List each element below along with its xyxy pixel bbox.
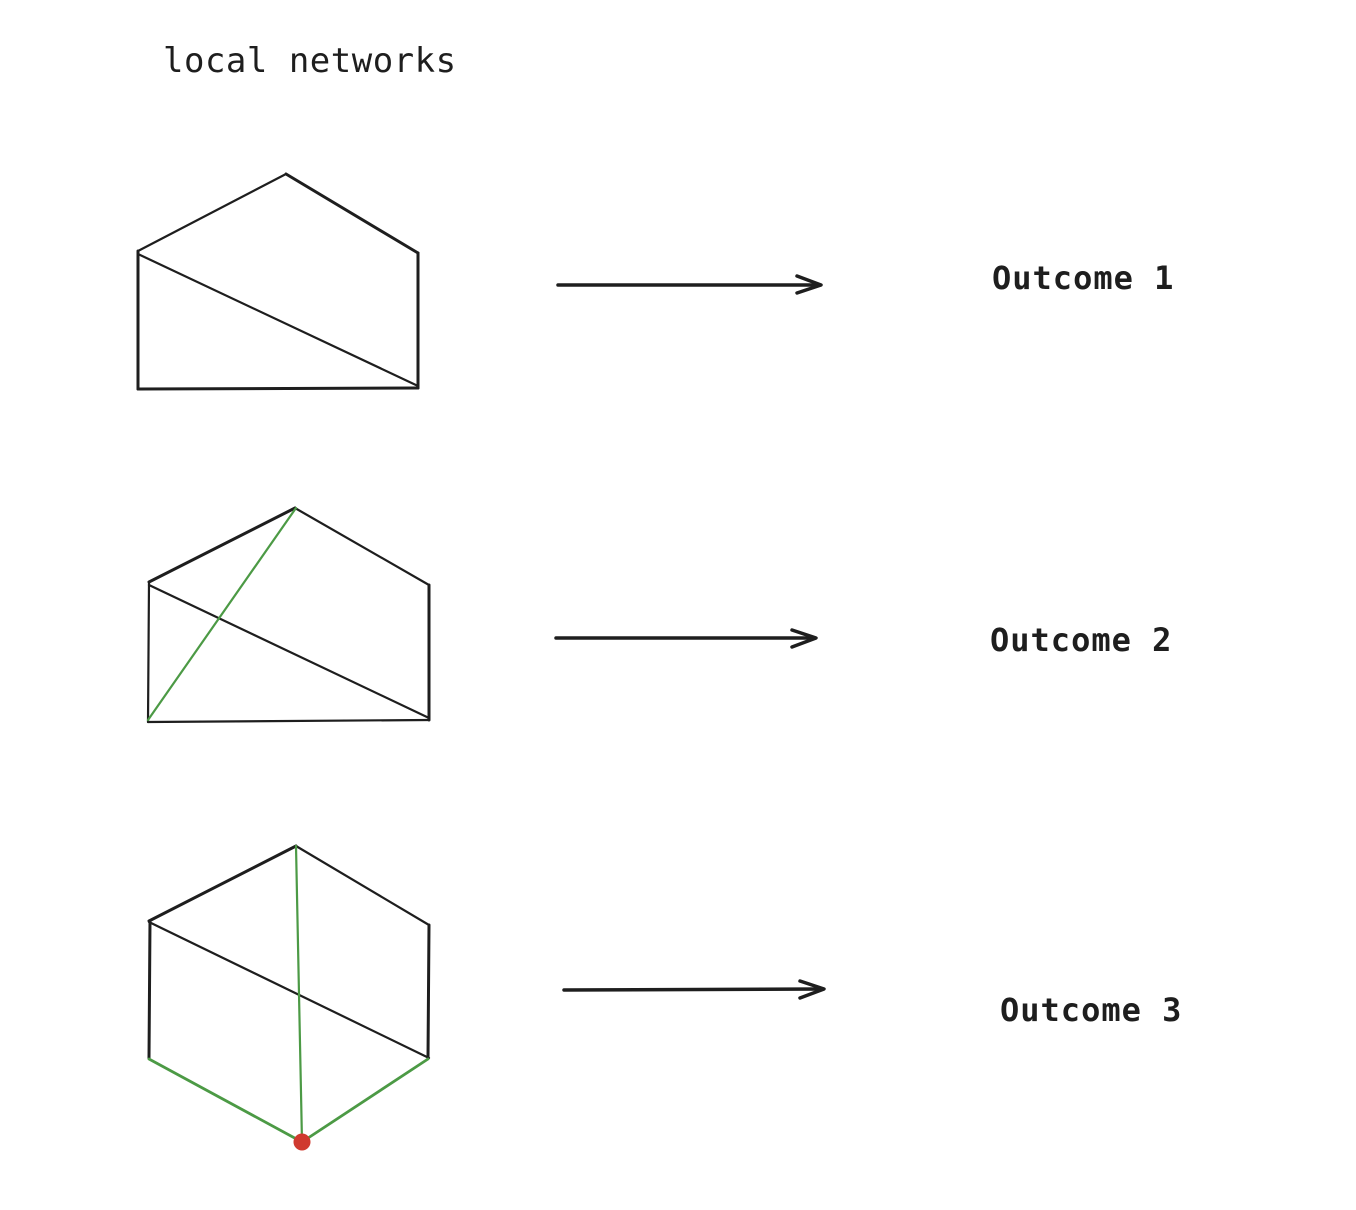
network-2 <box>146 506 431 724</box>
network-3-edge-top-left <box>147 844 298 923</box>
network-1-edge-top-left <box>136 172 288 253</box>
network-2-edge-left <box>146 580 151 724</box>
arrow-2-head <box>790 628 818 649</box>
network-3-edge-green-bottom-right <box>300 1057 430 1144</box>
network-3-edge-right <box>426 923 431 1060</box>
arrow-1-head <box>795 274 823 295</box>
network-1-edge-top-right <box>284 172 420 255</box>
network-3-edge-top-right <box>294 844 431 927</box>
network-2-edge-bottom <box>146 718 431 724</box>
outcome-1-label: Outcome 1 <box>992 259 1174 297</box>
network-2-edge-top-right <box>293 506 431 587</box>
network-1-edge-diagonal <box>136 252 420 388</box>
diagram-title: local networks <box>163 41 457 81</box>
network-3-edge-diagonal <box>147 920 431 1060</box>
network-3-red-node <box>293 1133 311 1151</box>
arrow-3 <box>562 979 826 1000</box>
arrow-2 <box>554 628 818 649</box>
network-3-edge-green-vertical <box>294 844 304 1144</box>
network-2-edge-top-left <box>147 506 297 584</box>
network-3-edge-left <box>147 919 152 1060</box>
arrow-3-head <box>798 979 826 1000</box>
network-3-edge-green-bottom-left <box>147 1057 304 1144</box>
network-2-edge-diagonal <box>147 583 431 720</box>
network-1 <box>136 172 420 391</box>
outcome-2-label: Outcome 2 <box>990 621 1172 659</box>
network-2-edge-green-diagonal <box>146 506 298 722</box>
outcome-3-label: Outcome 3 <box>1000 991 1182 1029</box>
arrow-3-shaft <box>562 987 825 992</box>
network-1-edge-bottom <box>136 386 420 391</box>
network-3 <box>147 844 431 1151</box>
arrow-1 <box>556 274 823 295</box>
